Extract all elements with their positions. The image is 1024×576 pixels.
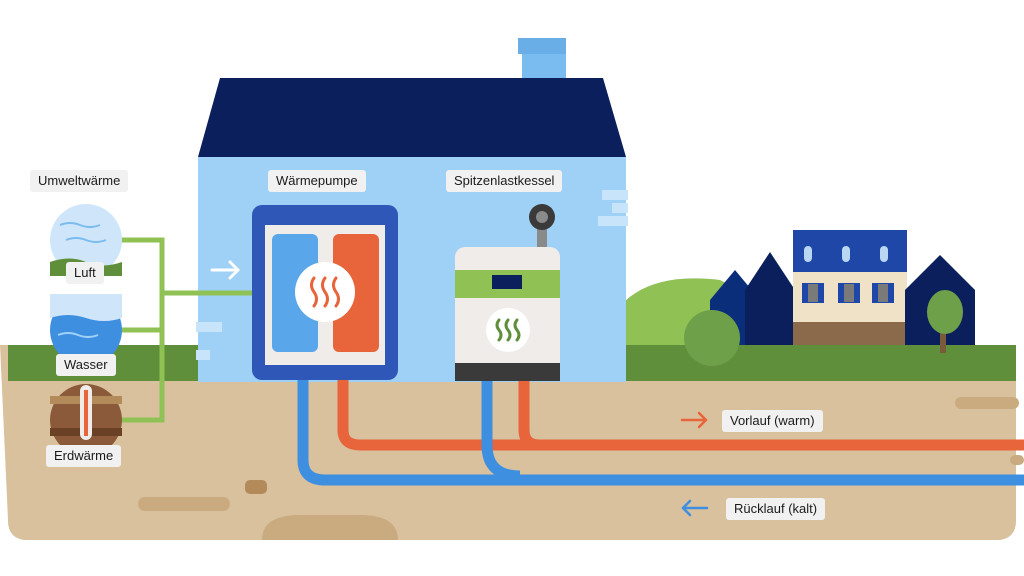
label-luft: Luft xyxy=(66,262,104,284)
water-source xyxy=(50,294,122,366)
heat-waves-icon xyxy=(495,318,521,342)
label-wasser: Wasser xyxy=(56,354,116,376)
pipes xyxy=(118,237,1024,486)
neighbourhood xyxy=(600,230,975,366)
heat-pump xyxy=(252,205,398,380)
label-ruecklauf: Rücklauf (kalt) xyxy=(726,498,826,520)
peak-load-boiler xyxy=(455,204,560,381)
arrow-right-icon xyxy=(680,411,708,429)
label-spitzenlastkessel: Spitzenlastkessel xyxy=(446,170,563,192)
label-erdwaerme: Erdwärme xyxy=(46,445,122,467)
ground-source xyxy=(50,384,122,456)
label-vorlauf: Vorlauf (warm) xyxy=(722,410,823,432)
arrow-right-icon xyxy=(210,260,240,280)
label-waermepumpe: Wärmepumpe xyxy=(268,170,366,192)
arrow-left-icon xyxy=(681,499,709,517)
label-umweltwaerme: Umweltwärme xyxy=(30,170,129,192)
heat-waves-icon xyxy=(310,276,340,308)
